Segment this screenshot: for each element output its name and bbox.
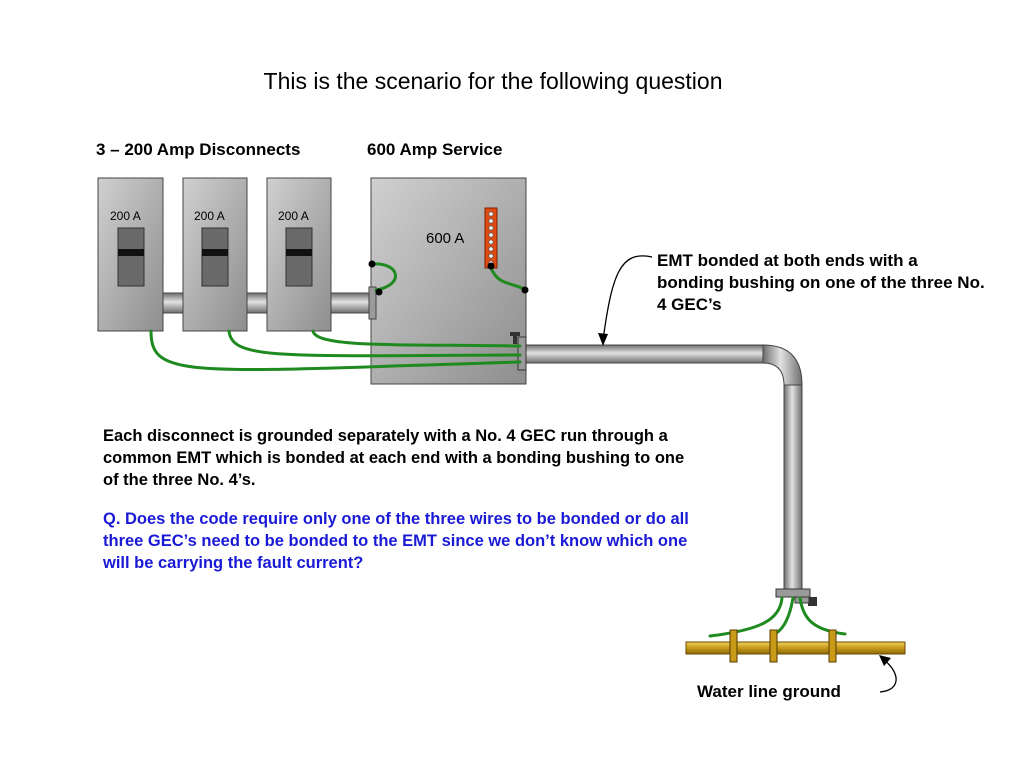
nipple-2-3 (246, 292, 268, 314)
disconnect-3 (266, 177, 332, 332)
scenario-description: Each disconnect is grounded separately w… (103, 427, 685, 489)
wire-terminal-dot (368, 260, 376, 268)
disconnect-1 (97, 177, 164, 332)
disconnect-1-rating: 200 A (110, 209, 141, 223)
bonding-screw-bottom (808, 597, 817, 606)
bonding-bushing-top (517, 336, 527, 371)
bus-bar-terminals (488, 211, 494, 266)
ground-bus-bar (484, 207, 498, 269)
nipple-3-service (330, 292, 374, 314)
bonding-bushing-bottom (775, 588, 811, 598)
water-line-arrow (879, 658, 897, 693)
disconnect-2 (182, 177, 248, 332)
service-rating: 600 A (426, 230, 465, 247)
emt-callout-arrow (602, 255, 653, 341)
emt-elbow (762, 344, 803, 386)
bonding-screw-top (510, 332, 520, 336)
ground-clamps (729, 629, 837, 663)
service-header: 600 Amp Service (367, 140, 503, 159)
water-line-label: Water line ground (697, 682, 841, 701)
wire-terminal-dot (375, 288, 383, 296)
wire-terminal-dot (521, 286, 529, 294)
emt-conduit-horizontal (522, 344, 765, 364)
disconnects-header: 3 – 200 Amp Disconnects (96, 140, 301, 159)
emt-callout-arrowhead (598, 333, 608, 346)
disconnect-3-rating: 200 A (278, 209, 309, 223)
bonding-screw-top-stem (513, 336, 517, 344)
emt-conduit-vertical (783, 384, 803, 591)
emt-callout-text: EMT bonded at both ends with a bonding b… (657, 251, 985, 314)
slide-title: This is the scenario for the following q… (263, 68, 723, 94)
nipple-1-2 (162, 292, 184, 314)
water-line-arrowhead (879, 655, 891, 666)
wire-terminal-dot (487, 262, 495, 270)
disconnect-2-rating: 200 A (194, 209, 225, 223)
water-pipe (685, 641, 906, 655)
gec-wires (149, 262, 847, 638)
question-text: Q. Does the code require only one of the… (103, 510, 689, 572)
entry-locknut (368, 286, 377, 320)
